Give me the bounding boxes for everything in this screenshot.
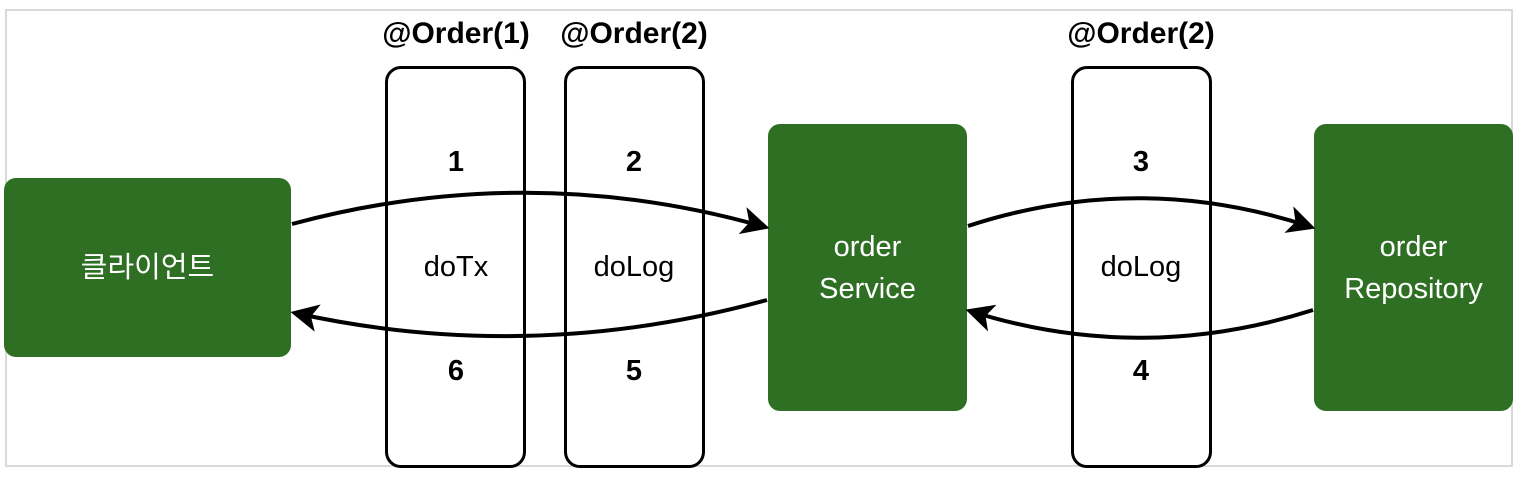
step-1: 1: [447, 146, 465, 178]
client-label: 클라이언트: [80, 251, 215, 284]
order-service-node: order Service: [768, 124, 967, 411]
step-2: 2: [625, 146, 643, 178]
order-label-2: @Order(2): [560, 17, 708, 50]
method-do-log-2: doLog: [1100, 251, 1182, 283]
step-5: 5: [625, 355, 643, 387]
order-service-line2: Service: [819, 272, 916, 305]
aspect-box-do-log-1: [564, 66, 705, 468]
client-node: 클라이언트: [4, 178, 291, 357]
arrow-repository-to-service: [965, 304, 1314, 340]
step-3: 3: [1132, 146, 1150, 178]
aspect-box-do-tx: [385, 66, 526, 468]
arrow-service-to-repository: [967, 196, 1316, 233]
arrow-service-to-client: [290, 298, 768, 339]
order-service-line1: order: [833, 230, 902, 263]
step-6: 6: [447, 355, 465, 387]
order-label-1: @Order(1): [382, 17, 530, 50]
step-4: 4: [1132, 355, 1150, 387]
order-repository-line2: Repository: [1344, 272, 1483, 305]
order-label-3: @Order(2): [1067, 17, 1215, 50]
order-repository-line1: order: [1379, 230, 1448, 263]
method-do-log-1: doLog: [593, 251, 675, 283]
method-do-tx: doTx: [423, 251, 489, 283]
arrow-client-to-service: [291, 190, 770, 235]
order-repository-node: order Repository: [1314, 124, 1513, 411]
aspect-box-do-log-2: [1071, 66, 1212, 468]
